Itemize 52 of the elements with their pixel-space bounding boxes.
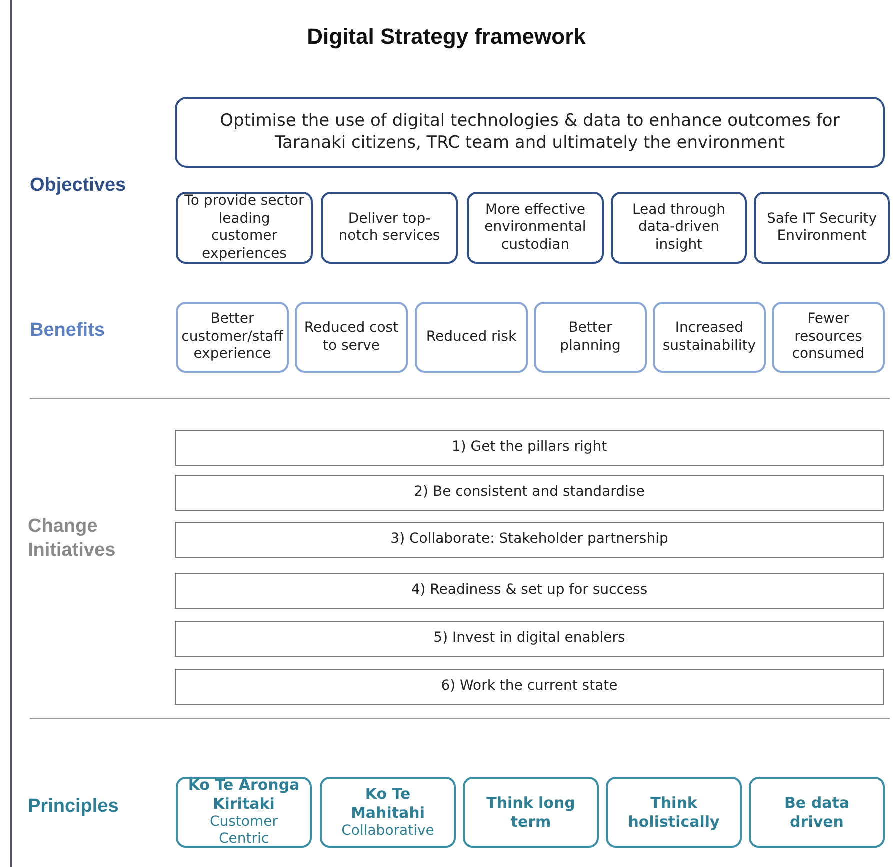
principle-box (749, 777, 885, 848)
initiative-bar (175, 621, 884, 657)
benefit-box (176, 302, 289, 373)
section-label: Principles (28, 795, 120, 819)
principle-box (320, 777, 456, 848)
initiative-bar (175, 573, 884, 609)
box-text: Be data driven (784, 794, 850, 832)
box-text: Better planning (559, 320, 622, 355)
initiative-bar (175, 669, 884, 705)
box-text: Ko Te Mahitahi (350, 785, 426, 822)
box-text: Better customer/staff experience (182, 311, 284, 364)
objective-box (467, 192, 604, 264)
diagram-title: Digital Strategy framework (306, 24, 587, 50)
subtitle-text: Customer Centric (208, 814, 279, 849)
box-text: Safe IT Security Environment (766, 210, 878, 246)
box-text: Lead through data-driven insight (631, 202, 727, 254)
section-label: Objectives (30, 174, 128, 198)
box-text: 4) Readiness & set up for success (411, 582, 648, 600)
box-text: 5) Invest in digital enablers (434, 630, 626, 648)
objective-box (321, 192, 458, 264)
box-text: Ko Te Aronga Kiritaki (187, 776, 301, 814)
section-label: Benefits (30, 319, 106, 343)
benefit-box (415, 302, 528, 373)
benefit-box (772, 302, 885, 373)
box-text: Fewer resources consumed (791, 311, 866, 364)
objective-box (754, 192, 890, 264)
benefit-box (534, 302, 647, 373)
box-text: 1) Get the pillars right (452, 439, 608, 457)
box-text: To provide sector leading customer experiences (184, 193, 305, 263)
box-text: Increased sustainability (662, 320, 758, 355)
principle-box (606, 777, 742, 848)
box-text: 6) Work the current state (441, 678, 618, 696)
initiative-bar (175, 430, 884, 466)
box-text: Reduced cost to serve (303, 320, 400, 355)
principle-box (463, 777, 599, 848)
objective-box (611, 192, 747, 264)
initiative-bar (175, 522, 884, 558)
box-text: Reduced risk (426, 328, 517, 346)
principle-box (176, 777, 312, 848)
subtitle-text: Collaborative (342, 822, 434, 840)
box-text: 3) Collaborate: Stakeholder partnership (390, 531, 668, 549)
box-text: Think holistically (627, 794, 721, 832)
benefit-box (295, 302, 408, 373)
box-text: Think long term (486, 794, 576, 832)
section-label: Change Initiatives (28, 515, 117, 563)
box-text: 2) Be consistent and standardise (414, 484, 645, 502)
benefit-box (653, 302, 766, 373)
initiative-bar (175, 475, 884, 511)
box-text: More effective environmental custodian (484, 202, 588, 254)
objective-box (175, 97, 885, 168)
box-text: Optimise the use of digital technologies & data to enhance outcomes for Taranaki citizens, TRC team and ultimately the environment (219, 111, 841, 154)
box-text: Deliver top-notch services (338, 210, 442, 246)
